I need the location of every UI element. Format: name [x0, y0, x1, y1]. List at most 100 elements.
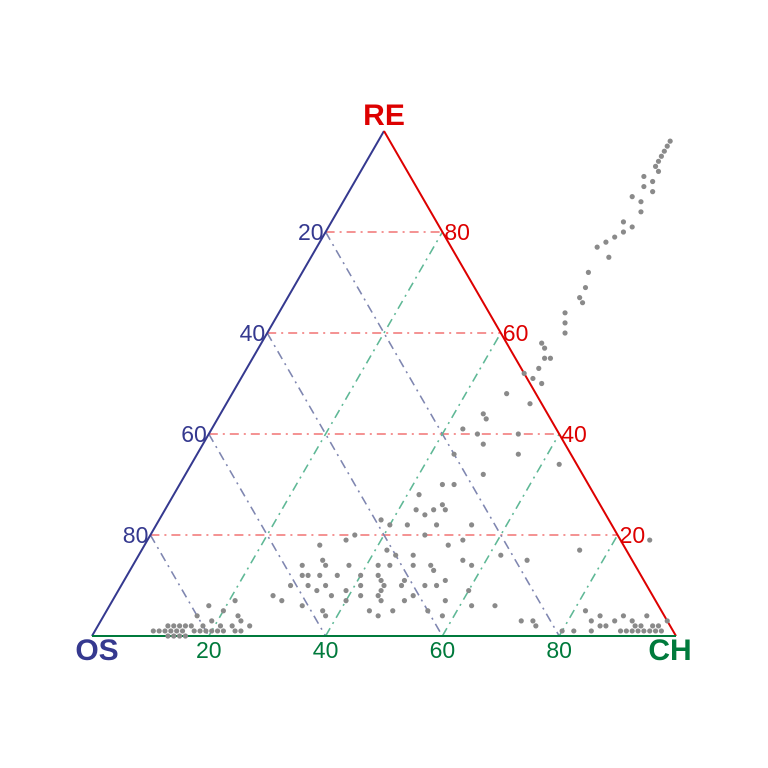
tick-label-re-20: 20	[620, 522, 646, 548]
data-point-99	[398, 582, 405, 589]
data-point-164	[168, 628, 174, 634]
data-point-139	[597, 613, 603, 619]
data-point-63	[343, 537, 349, 543]
data-point-6	[655, 168, 662, 174]
data-point-169	[171, 623, 177, 629]
data-point-177	[214, 628, 221, 634]
data-point-128	[220, 608, 226, 614]
tick-label-re-40: 40	[561, 421, 587, 447]
data-point-37	[527, 401, 533, 407]
data-point-26	[562, 320, 568, 326]
grid-line-ch-60	[441, 433, 560, 637]
data-point-178	[220, 628, 226, 634]
data-point-159	[588, 628, 594, 634]
data-point-146	[629, 628, 635, 634]
data-point-35	[539, 380, 545, 387]
data-point-87	[317, 572, 323, 579]
data-point-96	[323, 582, 329, 589]
data-point-31	[547, 355, 554, 361]
data-point-129	[235, 613, 241, 619]
data-point-45	[515, 451, 521, 457]
grid-lines	[149, 231, 619, 637]
tick-label-os-60: 60	[181, 421, 207, 447]
data-point-136	[533, 623, 539, 629]
data-point-93	[442, 577, 448, 584]
data-point-91	[378, 577, 384, 584]
data-point-156	[664, 618, 670, 624]
data-point-151	[658, 628, 665, 634]
data-point-5	[652, 163, 659, 169]
data-point-41	[474, 431, 481, 437]
data-point-102	[314, 587, 320, 594]
data-point-48	[439, 481, 445, 488]
data-point-170	[177, 623, 183, 629]
data-point-123	[323, 613, 329, 619]
data-point-66	[460, 537, 466, 543]
grid-line-ch-20	[208, 231, 444, 637]
data-point-130	[238, 618, 244, 624]
data-point-166	[156, 628, 162, 634]
data-point-83	[469, 562, 475, 568]
data-point-60	[469, 522, 475, 528]
data-point-95	[305, 582, 311, 589]
data-point-11	[629, 194, 635, 200]
data-point-59	[433, 522, 440, 528]
data-point-144	[617, 628, 624, 634]
data-point-24	[579, 300, 586, 306]
data-point-171	[182, 623, 189, 629]
corner-label-re: RE	[363, 99, 405, 132]
data-point-135	[530, 618, 536, 624]
data-point-161	[559, 628, 565, 634]
triangle-frame	[91, 130, 677, 637]
data-point-111	[279, 598, 285, 604]
data-point-183	[177, 633, 183, 639]
data-point-149	[647, 628, 653, 634]
data-point-57	[387, 522, 393, 528]
data-point-76	[299, 562, 305, 568]
data-point-29	[542, 345, 548, 351]
data-point-120	[390, 608, 396, 614]
data-point-133	[194, 613, 200, 619]
data-point-9	[641, 183, 647, 190]
data-point-56	[378, 517, 384, 523]
data-point-162	[179, 628, 186, 634]
data-point-157	[644, 613, 650, 619]
data-point-163	[174, 628, 180, 634]
data-point-54	[442, 507, 448, 513]
data-point-88	[334, 572, 340, 579]
data-point-43	[480, 441, 486, 447]
data-point-47	[480, 471, 486, 477]
data-point-85	[299, 572, 305, 579]
tick-label-ch-40: 40	[313, 637, 339, 663]
data-point-81	[410, 562, 416, 568]
data-point-21	[585, 269, 592, 275]
data-point-8	[650, 178, 656, 185]
data-point-14	[620, 219, 627, 225]
data-point-114	[378, 598, 384, 604]
data-point-181	[165, 633, 171, 639]
data-point-119	[366, 608, 372, 614]
data-point-154	[650, 623, 656, 629]
data-points	[150, 138, 673, 639]
data-point-10	[650, 189, 656, 195]
data-point-160	[571, 628, 577, 634]
data-point-101	[433, 582, 440, 589]
data-point-13	[638, 209, 644, 215]
data-point-127	[206, 603, 212, 609]
data-point-153	[638, 623, 644, 629]
data-point-97	[358, 582, 364, 589]
data-point-25	[562, 310, 568, 316]
data-point-155	[655, 623, 662, 629]
data-point-18	[603, 239, 609, 245]
data-point-78	[346, 562, 352, 568]
tick-label-os-20: 20	[298, 219, 324, 245]
tick-label-os-80: 80	[123, 522, 149, 548]
data-point-28	[539, 340, 545, 346]
data-point-65	[445, 542, 451, 548]
data-point-30	[542, 355, 548, 361]
data-point-106	[328, 593, 335, 599]
data-point-86	[305, 572, 311, 579]
data-point-122	[492, 603, 498, 609]
data-point-141	[603, 623, 609, 629]
data-point-113	[343, 598, 349, 604]
